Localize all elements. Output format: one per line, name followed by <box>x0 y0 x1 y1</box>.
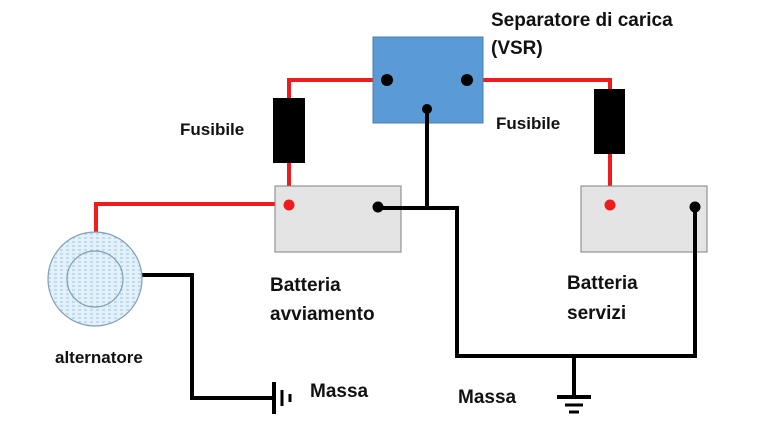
vsr-label-line1: Separatore di carica <box>491 10 673 31</box>
battery-start-positive-terminal <box>283 199 295 211</box>
ground-wires <box>141 109 697 400</box>
battery-service-label-line2: servizi <box>567 303 627 324</box>
ground-left-icon <box>272 382 292 414</box>
vsr-label-line2: (VSR) <box>491 38 543 59</box>
wire-alternator-to-ground <box>141 273 274 400</box>
ground-right-icon <box>557 395 591 414</box>
battery-start-box <box>274 185 402 253</box>
battery-start-label-line2: avviamento <box>270 304 375 325</box>
vsr-output-terminal <box>461 74 473 86</box>
battery-service-positive-terminal <box>604 199 616 211</box>
vsr-input-terminal <box>381 74 393 86</box>
battery-start-negative-terminal <box>372 201 384 213</box>
alternator-label: alternatore <box>55 348 143 367</box>
fuse-right <box>594 89 625 154</box>
alternator-icon <box>47 231 143 327</box>
ground-left-label: Massa <box>310 381 369 402</box>
wire-start-negative-to-ground <box>378 206 574 358</box>
fuse-right-label: Fusibile <box>496 114 561 133</box>
fuse-left <box>273 98 305 163</box>
ground-right-label: Massa <box>458 387 517 408</box>
wire-alternator-to-start-battery <box>94 202 289 233</box>
battery-service-label-line1: Batteria <box>567 273 638 294</box>
wire-service-negative-to-ground <box>574 208 697 358</box>
battery-start-label-line1: Batteria <box>270 275 341 296</box>
wire-vsr-to-right-fuse <box>467 78 612 92</box>
vsr-ground-terminal <box>422 104 432 114</box>
battery-service-negative-terminal <box>689 201 701 213</box>
battery-service-box <box>580 185 708 253</box>
fuse-left-label: Fusibile <box>180 120 245 139</box>
wire-left-fuse-to-vsr <box>287 78 387 100</box>
